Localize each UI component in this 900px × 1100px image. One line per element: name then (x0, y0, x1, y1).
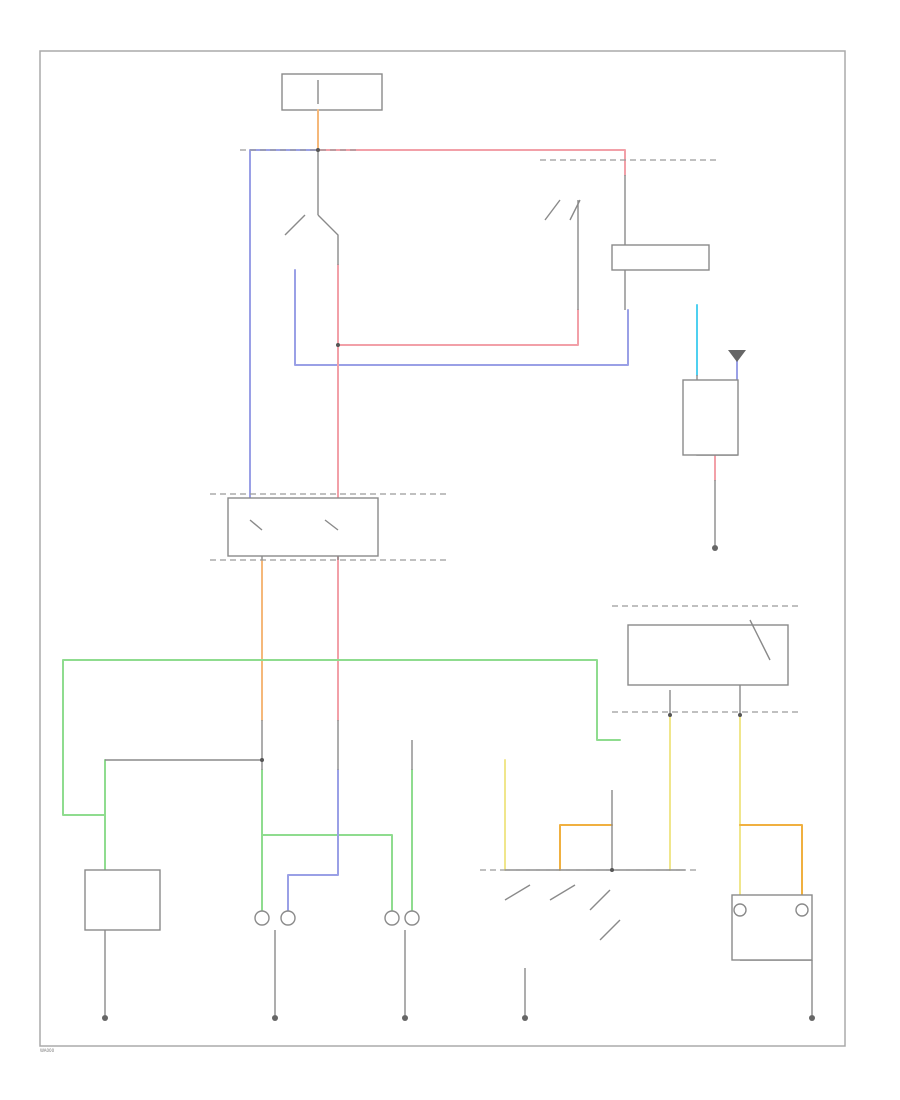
fuse-block-top (281, 73, 383, 111)
wire-gold-2 (739, 824, 803, 896)
ground-symbols (102, 545, 815, 1021)
multifunction-switch (227, 497, 379, 557)
wire-green-loop (62, 659, 621, 816)
headlamp-switch (284, 199, 581, 236)
blower-motor-symbol (728, 350, 746, 362)
splice-dots (260, 148, 742, 872)
headlamp-right (384, 910, 420, 926)
wire-red-switch (337, 264, 579, 346)
light-module-left (84, 869, 161, 931)
dashed-boundaries (210, 149, 800, 871)
fog-lamp-module (731, 894, 813, 961)
dimmer-switch (504, 884, 621, 941)
diagram-id-label: WA000 (40, 1048, 55, 1053)
wire-gold-1 (559, 824, 613, 871)
wire-green-branch-2 (261, 834, 393, 911)
instrument-cluster (627, 619, 789, 686)
diagram-frame (39, 50, 846, 1047)
headlamp-left (254, 910, 296, 926)
blower-module (682, 379, 739, 456)
wire-red-top-bus (317, 149, 626, 176)
relay-box-top-right (611, 244, 710, 271)
wire-blue-lower (287, 769, 339, 916)
wire-blue-loop (294, 269, 629, 366)
